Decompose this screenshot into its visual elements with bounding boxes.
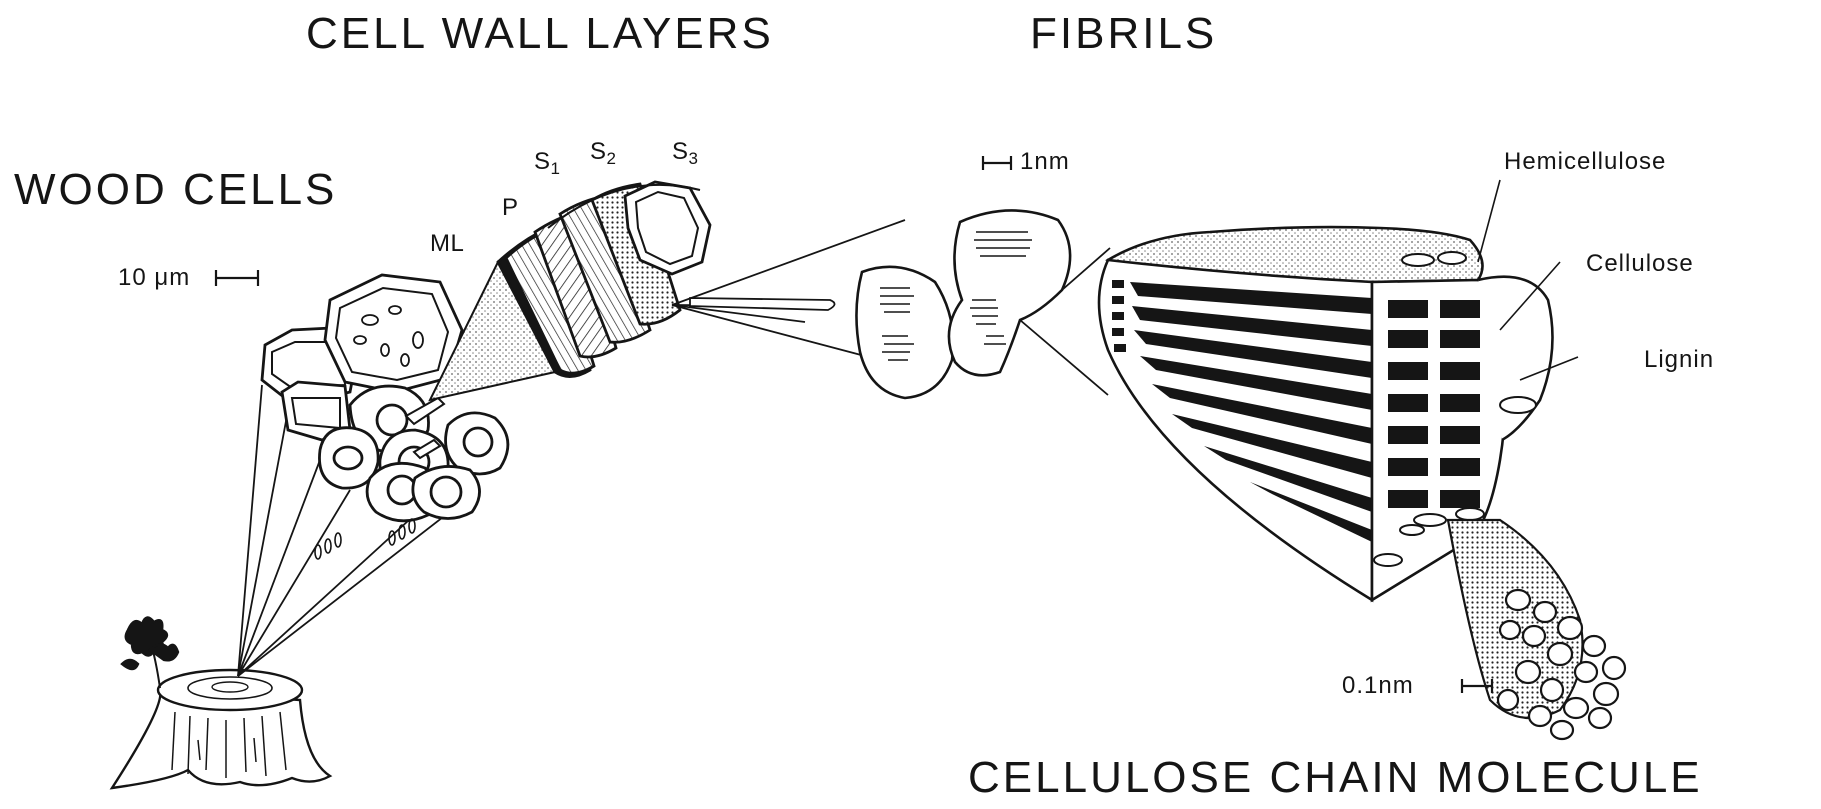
label-hemicellulose: Hemicellulose xyxy=(1504,150,1666,174)
layer-label-s3: S3 xyxy=(672,140,698,167)
scale-label-molecule: 0.1nm xyxy=(1342,674,1414,698)
label-lignin: Lignin xyxy=(1644,348,1714,372)
fibril-cross-sections xyxy=(856,210,1070,398)
layer-label-p: P xyxy=(502,196,519,220)
label-cellulose: Cellulose xyxy=(1586,252,1694,276)
cellulose-chain-molecule xyxy=(1448,520,1625,739)
fan-cell-dots xyxy=(315,519,415,559)
layer-label-s1: S1 xyxy=(534,150,560,177)
title-cellulose-chain-molecule: CELLULOSE CHAIN MOLECULE xyxy=(968,756,1703,800)
scale-label-fibrils: 1nm xyxy=(1020,150,1070,174)
layer-label-s2: S2 xyxy=(590,140,616,167)
tree-stump xyxy=(112,617,330,788)
title-wood-cells: WOOD CELLS xyxy=(14,168,337,212)
title-fibrils: FIBRILS xyxy=(1030,12,1217,56)
layer-label-ml: ML xyxy=(430,232,464,256)
wood-cell-cluster xyxy=(262,275,508,521)
scale-label-wood-cells: 10 μm xyxy=(118,266,190,290)
title-cell-wall-layers: CELL WALL LAYERS xyxy=(306,12,774,56)
